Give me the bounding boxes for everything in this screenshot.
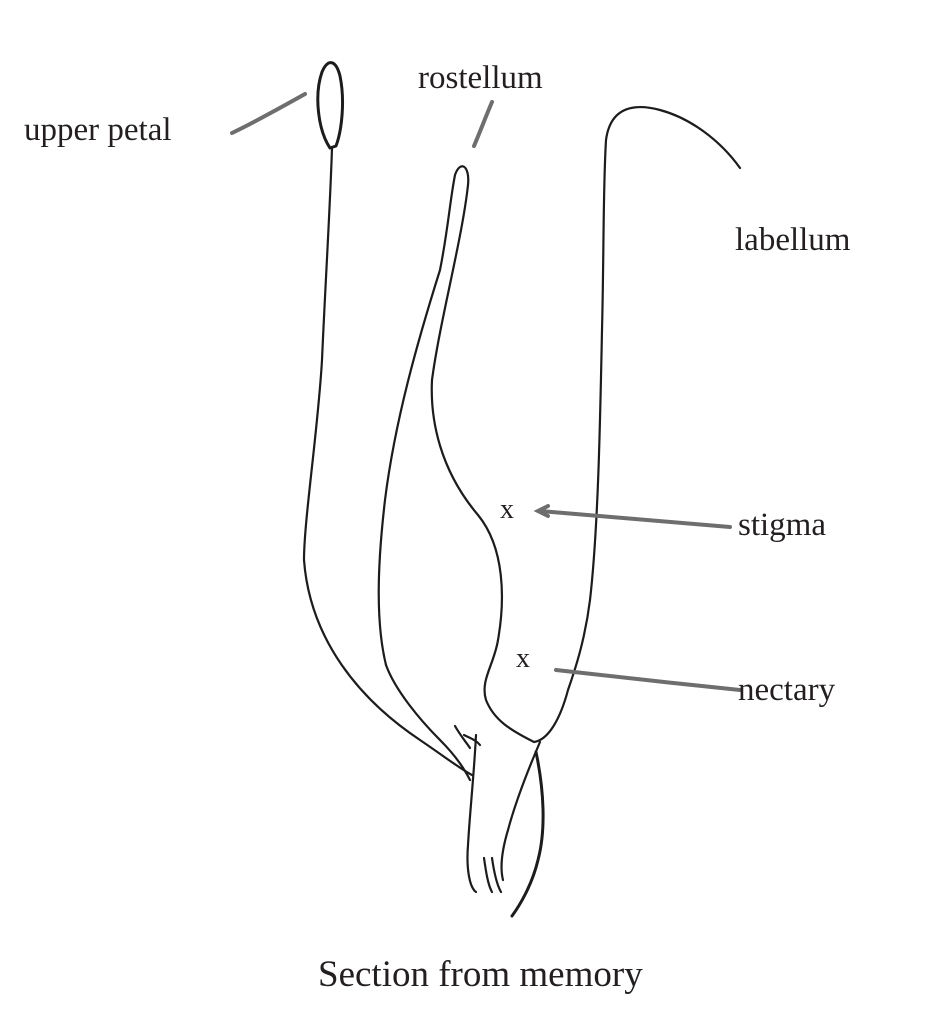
ovary-outline-left (466, 733, 478, 894)
upper-petal-pointer (230, 92, 307, 135)
rostellum-pointer (472, 100, 494, 148)
upper-petal-tip (316, 61, 345, 150)
rostellum-label: rostellum (418, 60, 543, 96)
upper-petal-outline (302, 146, 474, 777)
upper-petal-label: upper petal (24, 112, 172, 148)
column-base-line (384, 663, 472, 782)
rostellum-outline (377, 106, 742, 744)
diagram-caption: Section from memory (318, 954, 643, 995)
stigma-marker: x (500, 494, 514, 525)
stigma-label: stigma (738, 507, 826, 543)
nectary-label: nectary (738, 672, 836, 708)
ovary-outline-inner (482, 856, 494, 894)
stigma-pointer (538, 509, 732, 529)
ovary-outline-inner-2 (490, 856, 503, 894)
stalk-outline (510, 750, 545, 918)
labellum-label: labellum (735, 222, 851, 258)
ovary-outline-right (500, 740, 542, 882)
stigma-arrowhead (533, 504, 550, 518)
nectary-pointer (554, 668, 742, 692)
nectary-marker: x (516, 643, 530, 674)
base-notch (453, 724, 482, 750)
